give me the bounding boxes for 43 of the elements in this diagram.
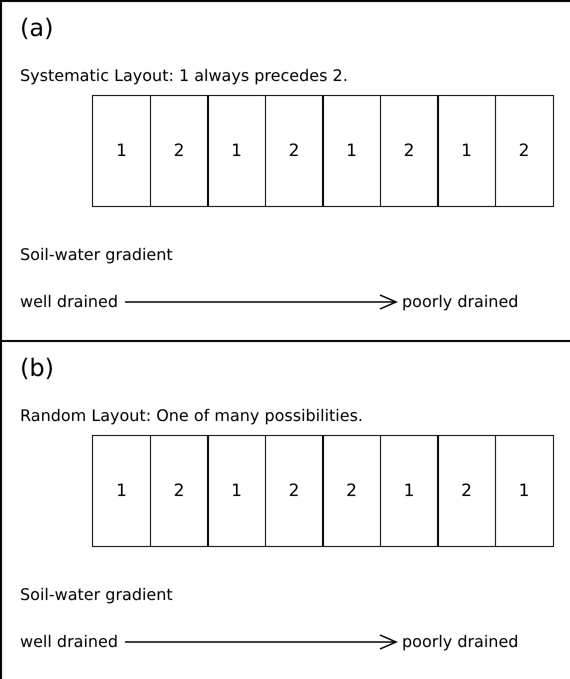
plot-cell	[150, 95, 208, 207]
gradient-label: Soil-water gradient	[20, 585, 173, 604]
plot-cell	[264, 435, 324, 547]
plot-cell	[437, 95, 496, 207]
gradient-label: Soil-water gradient	[20, 245, 173, 264]
treatment-number: 2	[461, 481, 472, 501]
end-label: poorly drained	[402, 632, 518, 651]
treatment-number: 2	[404, 141, 414, 161]
plot-cell	[207, 95, 266, 207]
treatment-number: 2	[174, 481, 184, 501]
treatment-number: 1	[346, 141, 357, 161]
treatment-number: 1	[461, 141, 472, 161]
plot-cell	[207, 435, 266, 547]
treatment-number: 2	[288, 481, 300, 501]
plot-cell	[437, 435, 496, 547]
plot-cell	[92, 435, 151, 547]
end-label: poorly drained	[402, 292, 518, 311]
plot-cell	[380, 95, 438, 207]
end-label: well drained	[20, 632, 118, 651]
plot-cell	[264, 95, 324, 207]
treatment-number: 1	[116, 481, 127, 501]
treatment-number: 2	[346, 481, 357, 501]
panel-label: (a)	[20, 14, 54, 42]
end-label: well drained	[20, 292, 118, 311]
plot-cell	[322, 95, 381, 207]
panel-label: (b)	[20, 354, 54, 382]
treatment-number: 1	[116, 141, 127, 161]
plot-cell	[380, 435, 438, 547]
layout-caption: Random Layout: One of many possibilities.	[20, 406, 363, 425]
layout-caption: Systematic Layout: 1 always precedes 2.	[20, 66, 348, 85]
treatment-number: 1	[404, 481, 414, 501]
plot-cell	[494, 435, 554, 547]
treatment-number: 2	[518, 141, 530, 161]
plot-cell	[150, 435, 208, 547]
treatment-number: 1	[231, 141, 242, 161]
treatment-number: 2	[288, 141, 300, 161]
treatment-number: 1	[231, 481, 242, 501]
treatment-number: 1	[518, 481, 530, 501]
plot-cell	[494, 95, 554, 207]
plot-cell	[92, 95, 151, 207]
treatment-number: 2	[174, 141, 184, 161]
plot-cell	[322, 435, 381, 547]
panel-frame	[0, 0, 570, 342]
